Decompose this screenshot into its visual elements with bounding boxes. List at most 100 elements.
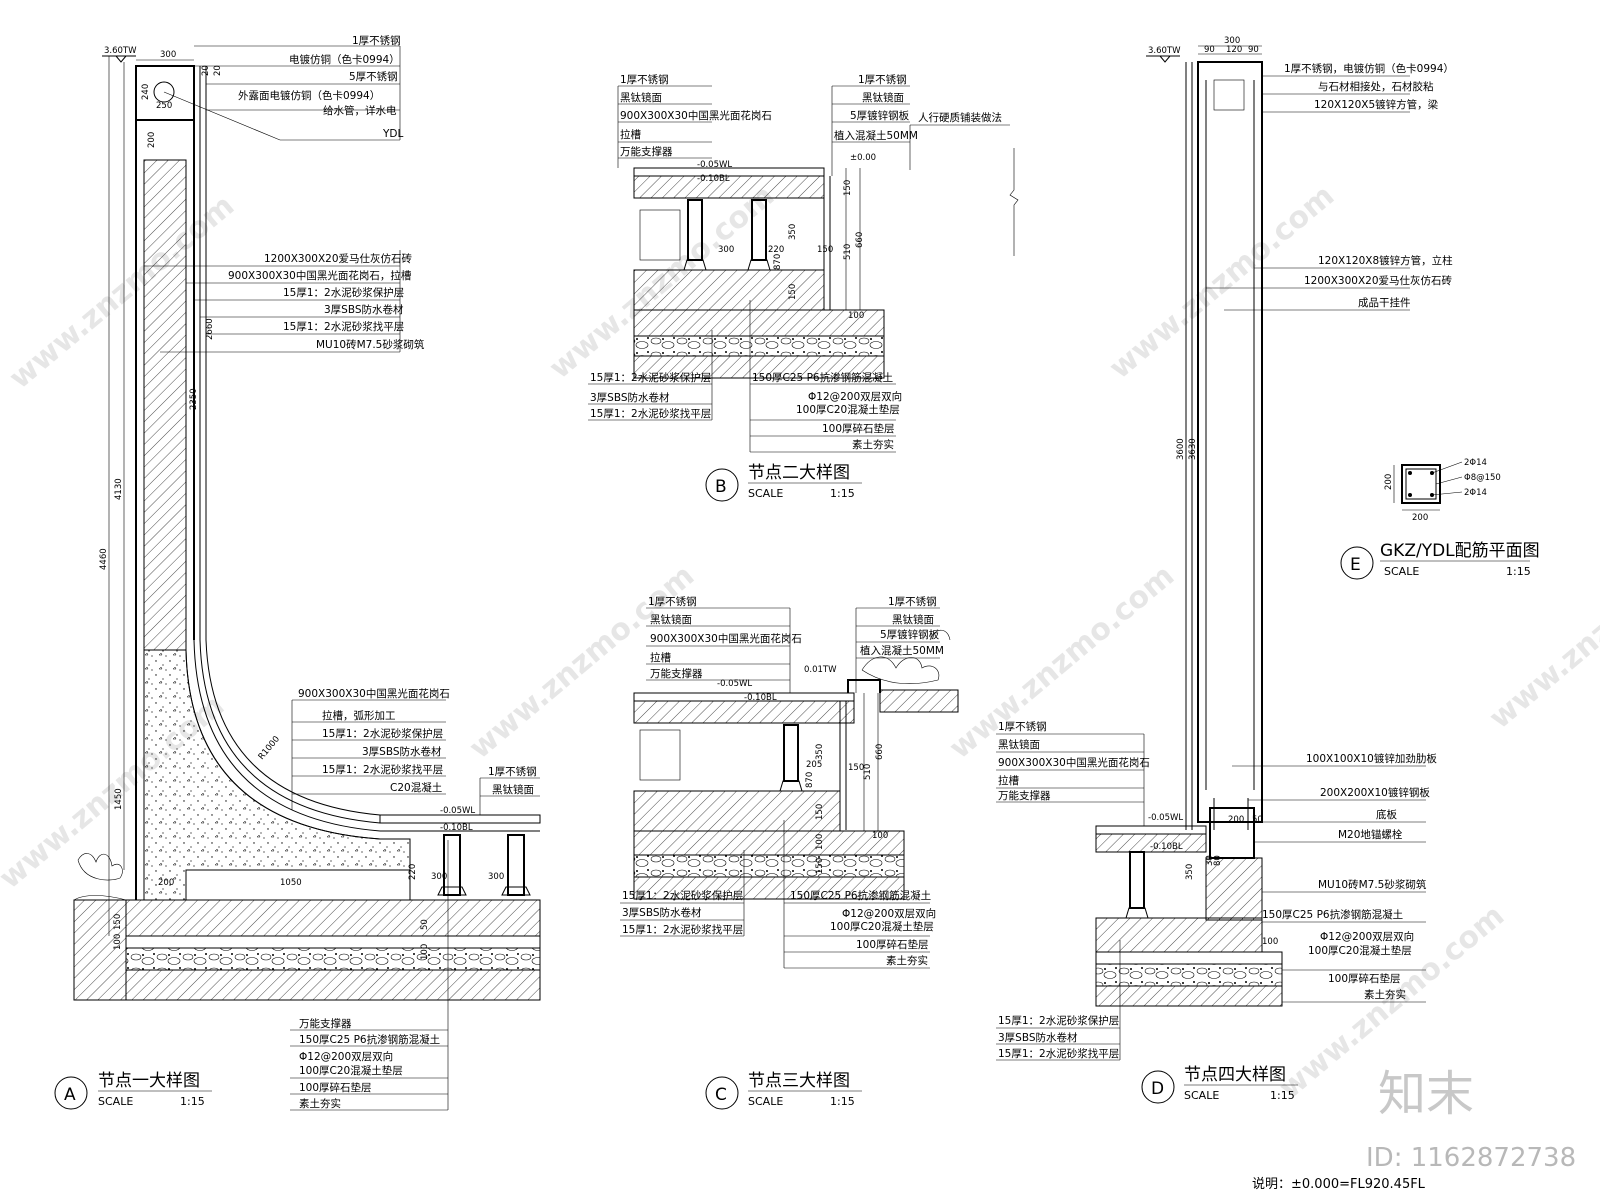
svg-text:100: 100 [1262, 937, 1278, 947]
svg-text:350: 350 [788, 224, 798, 240]
svg-text:SCALE: SCALE [98, 1095, 133, 1108]
svg-text:-0.05WL: -0.05WL [1148, 813, 1183, 823]
svg-text:150: 150 [848, 763, 864, 773]
svg-text:万能支撑器: 万能支撑器 [299, 1017, 352, 1030]
svg-text:±0.00: ±0.00 [850, 153, 876, 163]
detail-d-mid-labels: 120X120X8镀锌方管，立柱 1200X300X20爱马仕灰仿石砖 成品干挂… [1206, 254, 1453, 311]
svg-text:5厚不锈钢: 5厚不锈钢 [349, 70, 398, 83]
svg-text:1厚不锈钢: 1厚不锈钢 [858, 73, 907, 86]
detail-a-curve-labels: 900X300X30中国黑光面花岗石 拉槽，弧形加工 15厚1：2水泥砂浆保护层… [291, 687, 450, 810]
detail-a-top-labels: 1厚不锈钢 电镀仿铜（色卡0994） 5厚不锈钢 外露面电镀仿铜（色卡0994）… [163, 34, 403, 141]
detail-d-low-left-labels: 1厚不锈钢 黑钛镜面 900X300X30中国黑光面花岗石 拉槽 万能支撑器 [996, 720, 1150, 826]
svg-text:3600: 3600 [1176, 438, 1186, 460]
svg-text:120X120X5镀锌方管，梁: 120X120X5镀锌方管，梁 [1314, 98, 1439, 111]
svg-text:90: 90 [1248, 45, 1259, 55]
svg-text:1200X300X20爱马仕灰仿石砖: 1200X300X20爱马仕灰仿石砖 [1304, 274, 1453, 287]
svg-text:1050: 1050 [280, 878, 302, 888]
svg-text:200: 200 [1412, 513, 1428, 523]
detail-e-title: GKZ/YDL配筋平面图 [1380, 541, 1540, 561]
image-id: ID: 1162872738 [1366, 1143, 1576, 1173]
level-top-a: 3.60TW [104, 46, 137, 56]
svg-text:15厚1：2水泥砂浆找平层: 15厚1：2水泥砂浆找平层 [622, 923, 743, 936]
svg-text:150厚C25 P6抗渗钢筋混凝土: 150厚C25 P6抗渗钢筋混凝土 [299, 1033, 440, 1046]
detail-d-top-labels: 1厚不锈钢，电镀仿铜（色卡0994） 与石材相接处，石材胶粘 120X120X5… [1262, 62, 1454, 113]
detail-a-mid-labels: 1200X300X20爱马仕灰仿石砖 900X300X30中国黑光面花岗石，拉槽… [144, 250, 425, 353]
svg-text:植入混凝土50MM: 植入混凝土50MM [860, 644, 944, 657]
svg-text:-0.05WL: -0.05WL [697, 160, 732, 170]
svg-text:拉槽: 拉槽 [650, 651, 671, 664]
svg-text:万能支撑器: 万能支撑器 [650, 667, 703, 680]
detail-d-low-right-labels: 100X100X10镀锌加劲肋板 200X200X10镀锌钢板 底板 M20地锚… [1232, 752, 1437, 1003]
svg-text:120: 120 [1226, 45, 1242, 55]
svg-text:SCALE: SCALE [1384, 565, 1419, 578]
svg-text:SCALE: SCALE [748, 1095, 783, 1108]
svg-text:黑钛镜面: 黑钛镜面 [998, 738, 1040, 751]
svg-text:15厚1：2水泥砂浆保护层: 15厚1：2水泥砂浆保护层 [590, 371, 711, 384]
svg-text:300: 300 [488, 872, 504, 882]
detail-b-title-block: B 节点二大样图 SCALE 1:15 [705, 463, 862, 502]
svg-text:15厚1：2水泥砂浆保护层: 15厚1：2水泥砂浆保护层 [322, 727, 443, 740]
detail-e-title-block: E GKZ/YDL配筋平面图 SCALE 1:15 [1340, 541, 1540, 580]
svg-text:成品干挂件: 成品干挂件 [1358, 296, 1411, 309]
svg-text:120X120X8镀锌方管，立柱: 120X120X8镀锌方管，立柱 [1318, 254, 1453, 267]
svg-text:1厚不锈钢: 1厚不锈钢 [648, 595, 697, 608]
svg-text:3厚SBS防水卷材: 3厚SBS防水卷材 [324, 303, 404, 316]
svg-text:0.01TW: 0.01TW [804, 665, 837, 675]
svg-text:80: 80 [1213, 855, 1223, 866]
svg-text:1厚不锈钢: 1厚不锈钢 [998, 720, 1047, 733]
svg-text:拉槽，弧形加工: 拉槽，弧形加工 [322, 709, 396, 722]
callout-e: E [1350, 555, 1361, 575]
svg-text:350: 350 [815, 744, 825, 760]
svg-text:1厚不锈钢: 1厚不锈钢 [488, 765, 537, 778]
detail-d-bottom-labels: 15厚1：2水泥砂浆保护层 3厚SBS防水卷材 15厚1：2水泥砂浆找平层 [996, 940, 1121, 1061]
svg-text:100厚碎石垫层: 100厚碎石垫层 [299, 1081, 372, 1094]
svg-text:15厚1：2水泥砂浆找平层: 15厚1：2水泥砂浆找平层 [283, 320, 404, 333]
svg-text:素土夯实: 素土夯实 [1364, 988, 1406, 1001]
svg-text:205: 205 [806, 760, 822, 770]
callout-d: D [1151, 1079, 1164, 1099]
svg-text:3厚SBS防水卷材: 3厚SBS防水卷材 [622, 906, 702, 919]
svg-text:50: 50 [1252, 815, 1263, 825]
svg-text:素土夯实: 素土夯实 [852, 438, 894, 451]
svg-text:3厚SBS防水卷材: 3厚SBS防水卷材 [590, 391, 670, 404]
svg-text:黑钛镜面: 黑钛镜面 [620, 91, 662, 104]
svg-text:150厚C25 P6抗渗钢筋混凝土: 150厚C25 P6抗渗钢筋混凝土 [752, 371, 893, 384]
svg-text:900X300X30中国黑光面花岗石: 900X300X30中国黑光面花岗石 [620, 109, 772, 122]
svg-text:900X300X30中国黑光面花岗石: 900X300X30中国黑光面花岗石 [298, 687, 450, 700]
callout-b: B [715, 477, 727, 497]
detail-c-bottom-labels: 15厚1：2水泥砂浆保护层 3厚SBS防水卷材 15厚1：2水泥砂浆找平层 15… [620, 820, 936, 969]
svg-text:50: 50 [420, 919, 430, 930]
svg-text:150厚C25 P6抗渗钢筋混凝土: 150厚C25 P6抗渗钢筋混凝土 [1262, 908, 1403, 921]
brand-logo: 知末 [1378, 1066, 1474, 1122]
svg-text:900X300X30中国黑光面花岗石: 900X300X30中国黑光面花岗石 [998, 756, 1150, 769]
svg-text:1厚不锈钢: 1厚不锈钢 [888, 595, 937, 608]
svg-text:底板: 底板 [1376, 808, 1398, 821]
svg-text:黑钛镜面: 黑钛镜面 [492, 783, 534, 796]
watermark-site: www.znzmo.com [943, 558, 1181, 766]
svg-text:万能支撑器: 万能支撑器 [620, 145, 673, 158]
svg-text:300: 300 [718, 245, 734, 255]
svg-text:Φ12@200双层双向: Φ12@200双层双向 [808, 390, 902, 403]
watermark-site: www.znzmo.com [3, 188, 241, 396]
svg-text:660: 660 [875, 744, 885, 760]
detail-a-right-labels: 1厚不锈钢 黑钛镜面 [479, 765, 540, 815]
svg-text:Φ12@200双层双向: Φ12@200双层双向 [842, 907, 936, 920]
svg-text:SCALE: SCALE [748, 487, 783, 500]
callout-a: A [64, 1085, 76, 1105]
svg-text:300: 300 [160, 50, 176, 60]
svg-text:1:15: 1:15 [180, 1095, 205, 1108]
svg-text:250: 250 [156, 101, 172, 111]
svg-text:1:15: 1:15 [830, 1095, 855, 1108]
svg-text:1:15: 1:15 [1506, 565, 1531, 578]
svg-text:870: 870 [773, 254, 783, 270]
svg-text:220: 220 [768, 245, 784, 255]
svg-text:300: 300 [431, 872, 447, 882]
svg-text:Φ12@200双层双向: Φ12@200双层双向 [299, 1050, 393, 1063]
svg-text:MU10砖M7.5砂浆砌筑: MU10砖M7.5砂浆砌筑 [1318, 878, 1427, 891]
svg-text:870: 870 [805, 772, 815, 788]
detail-d-title: 节点四大样图 [1184, 1065, 1286, 1085]
svg-text:15厚1：2水泥砂浆保护层: 15厚1：2水泥砂浆保护层 [622, 889, 743, 902]
svg-text:2Φ14: 2Φ14 [1464, 488, 1487, 498]
svg-text:3厚SBS防水卷材: 3厚SBS防水卷材 [998, 1031, 1078, 1044]
